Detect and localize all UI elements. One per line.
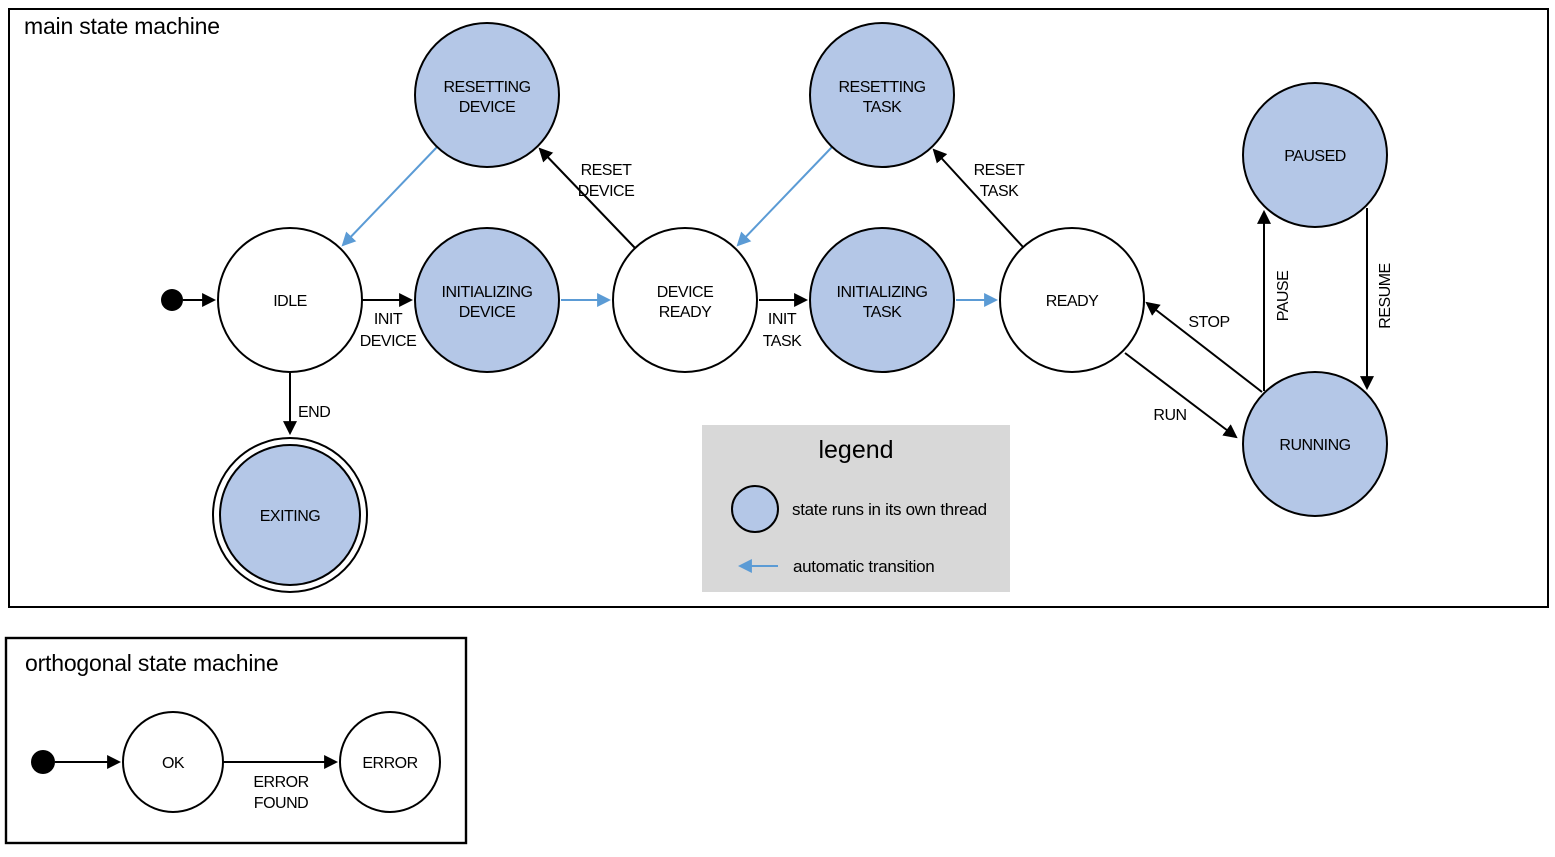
state-error-label: ERROR [362, 755, 417, 772]
state-running-circle [1242, 371, 1388, 517]
transition-ready-to-running-run [1124, 352, 1238, 439]
state-resetting-device-label-line2: DEVICE [459, 99, 516, 116]
state-exiting-circle [219, 444, 361, 586]
transition-label-resume: RESUME [1377, 263, 1394, 328]
state-paused-circle [1242, 82, 1388, 228]
transition-auto-resetting-task-to-device-ready [736, 146, 833, 247]
transition-label-pause: PAUSE [1275, 271, 1292, 322]
state-error-circle [339, 711, 441, 813]
state-exiting-label: EXITING [260, 508, 321, 525]
transition-label-error-found-line1: ERROR [253, 774, 308, 791]
state-initializing-device-label-line2: DEVICE [459, 304, 516, 321]
transition-label-reset-task-line1: RESET [974, 162, 1026, 179]
state-initializing-task-label-line2: TASK [863, 304, 902, 321]
state-initializing-task-circle [809, 227, 955, 373]
state-ok-circle [122, 711, 224, 813]
main-state-machine-title: main state machine [24, 13, 220, 39]
state-ok-label: OK [162, 755, 185, 772]
orthogonal-state-machine-title: orthogonal state machine [25, 650, 278, 676]
transition-label-run: RUN [1153, 407, 1186, 424]
transition-auto-resetting-device-to-idle [341, 146, 438, 247]
state-paused-label: PAUSED [1284, 148, 1346, 165]
state-resetting-task-circle [809, 22, 955, 168]
transition-label-init-device-line2: DEVICE [360, 333, 417, 350]
state-ready-circle [999, 227, 1145, 373]
transition-label-reset-device-line1: RESET [581, 162, 633, 179]
state-initializing-task-label-line1: INITIALIZING [837, 284, 928, 301]
state-ready-label: READY [1046, 293, 1099, 310]
state-initializing-device-circle [414, 227, 560, 373]
transition-label-end: END [298, 404, 330, 421]
transition-ready-to-resetting-task [932, 148, 1024, 248]
legend-threaded-state-label: state runs in its own thread [792, 500, 987, 519]
state-device-ready-circle [612, 227, 758, 373]
transition-label-init-task-line1: INIT [768, 311, 797, 328]
transition-device-ready-to-resetting-device [538, 147, 636, 249]
transition-label-error-found-line2: FOUND [254, 795, 308, 812]
state-running-label: RUNNING [1279, 437, 1350, 454]
state-idle-label: IDLE [273, 293, 307, 310]
transition-label-init-device-line1: INIT [374, 311, 403, 328]
state-device-ready-label-line1: DEVICE [657, 284, 714, 301]
transition-label-reset-task-line2: TASK [980, 183, 1019, 200]
state-resetting-device-label-line1: RESETTING [443, 79, 530, 96]
initial-state-dot-orthogonal [31, 750, 55, 774]
transition-running-to-ready-stop [1145, 301, 1263, 393]
state-initializing-device-label-line1: INITIALIZING [442, 284, 533, 301]
transition-label-stop: STOP [1188, 314, 1229, 331]
state-device-ready-label-line2: READY [659, 304, 712, 321]
state-resetting-task-label-line2: TASK [863, 99, 902, 116]
legend-automatic-transition-label: automatic transition [793, 557, 934, 576]
state-resetting-task-label-line1: RESETTING [838, 79, 925, 96]
state-idle-circle [217, 227, 363, 373]
transition-label-init-task-line2: TASK [763, 333, 802, 350]
state-resetting-device-circle [414, 22, 560, 168]
legend-title: legend [818, 436, 893, 464]
legend-threaded-state-icon [731, 485, 779, 533]
transition-label-reset-device-line2: DEVICE [578, 183, 635, 200]
initial-state-dot-main [161, 289, 183, 311]
